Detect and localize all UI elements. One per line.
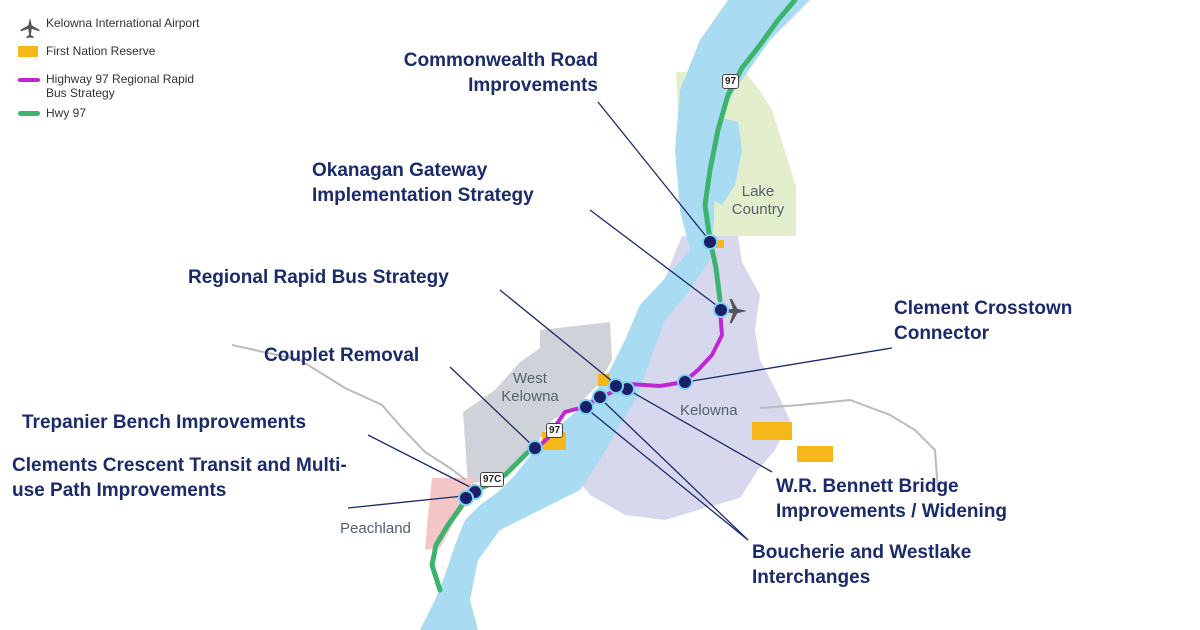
place-lake-country: Lake Country: [731, 183, 785, 218]
legend-bus-label: Highway 97 Regional Rapid Bus Strategy: [46, 72, 195, 100]
place-kelowna: Kelowna: [680, 402, 738, 419]
leader-crosstown: [685, 347, 893, 383]
callout-crosstown: Clement Crosstown Connector: [894, 298, 1073, 344]
leader-rapid-bus: [499, 289, 619, 387]
legend-airport: Kelowna International Airport: [16, 16, 206, 39]
callout-boucherie: Boucherie and Westlake Interchanges: [752, 542, 972, 588]
place-west-kelowna: West Kelowna: [501, 370, 559, 405]
leader-commonwealth: [597, 101, 710, 241]
west-kelowna-area: [463, 322, 612, 484]
marker-commonwealth[interactable]: [702, 234, 718, 250]
road-west: [231, 344, 467, 481]
legend-bus: Highway 97 Regional Rapid Bus Strategy: [16, 72, 206, 100]
callout-rapid-bus: Regional Rapid Bus Strategy: [188, 267, 449, 288]
leader-lines: [347, 101, 893, 541]
hwy-line-icon: [18, 111, 40, 116]
marker-couplet[interactable]: [527, 440, 543, 456]
bus-line-icon: [18, 78, 40, 82]
reserve-5: [716, 240, 724, 248]
leader-clements: [347, 495, 464, 509]
place-peachland: Peachland: [340, 520, 411, 537]
leader-boucherie-1: [599, 397, 749, 541]
marker-boucherie[interactable]: [592, 389, 608, 405]
callout-gateway: Okanagan Gateway Implementation Strategy: [312, 160, 534, 206]
legend-airport-label: Kelowna International Airport: [46, 16, 200, 30]
legend-reserve-label: First Nation Reserve: [46, 44, 156, 58]
marker-crosstown[interactable]: [677, 374, 693, 390]
reserve-2: [797, 446, 833, 462]
leader-trepanier: [367, 434, 471, 488]
callout-clements: Clements Crescent Transit and Multi-use …: [12, 455, 347, 501]
legend-hwy-label: Hwy 97: [46, 106, 87, 120]
marker-rapid-bus[interactable]: [608, 378, 624, 394]
airport-legend-icon: [16, 16, 46, 39]
leader-boucherie-2: [585, 407, 749, 541]
leader-bennett: [624, 387, 773, 473]
legend-reserve: First Nation Reserve: [16, 44, 206, 66]
lake-arm: [712, 118, 742, 205]
callout-couplet: Couplet Removal: [264, 345, 420, 366]
reserve-4: [598, 374, 610, 386]
hwy97-shield-north: 97: [722, 74, 740, 89]
callout-trepanier: Trepanier Bench Improvements: [22, 412, 307, 433]
marker-westlake[interactable]: [578, 399, 594, 415]
legend: Kelowna International Airport First Nati…: [16, 16, 206, 134]
reserve-1: [752, 422, 792, 440]
road-east: [759, 398, 939, 491]
legend-hwy: Hwy 97: [16, 106, 206, 128]
leader-gateway: [589, 209, 721, 309]
project-markers: [458, 234, 729, 506]
marker-gateway[interactable]: [713, 302, 729, 318]
leader-couplet: [449, 366, 535, 448]
airport-icon: [720, 298, 748, 324]
hwy97c-shield: 97C: [480, 472, 505, 487]
hwy97-shield-west: 97: [546, 423, 564, 438]
marker-clements[interactable]: [458, 490, 474, 506]
reserve-swatch-icon: [18, 46, 38, 57]
callout-commonwealth: Commonwealth Road Improvements: [403, 50, 598, 96]
callout-bennett: W.R. Bennett Bridge Improvements / Widen…: [776, 476, 1008, 522]
